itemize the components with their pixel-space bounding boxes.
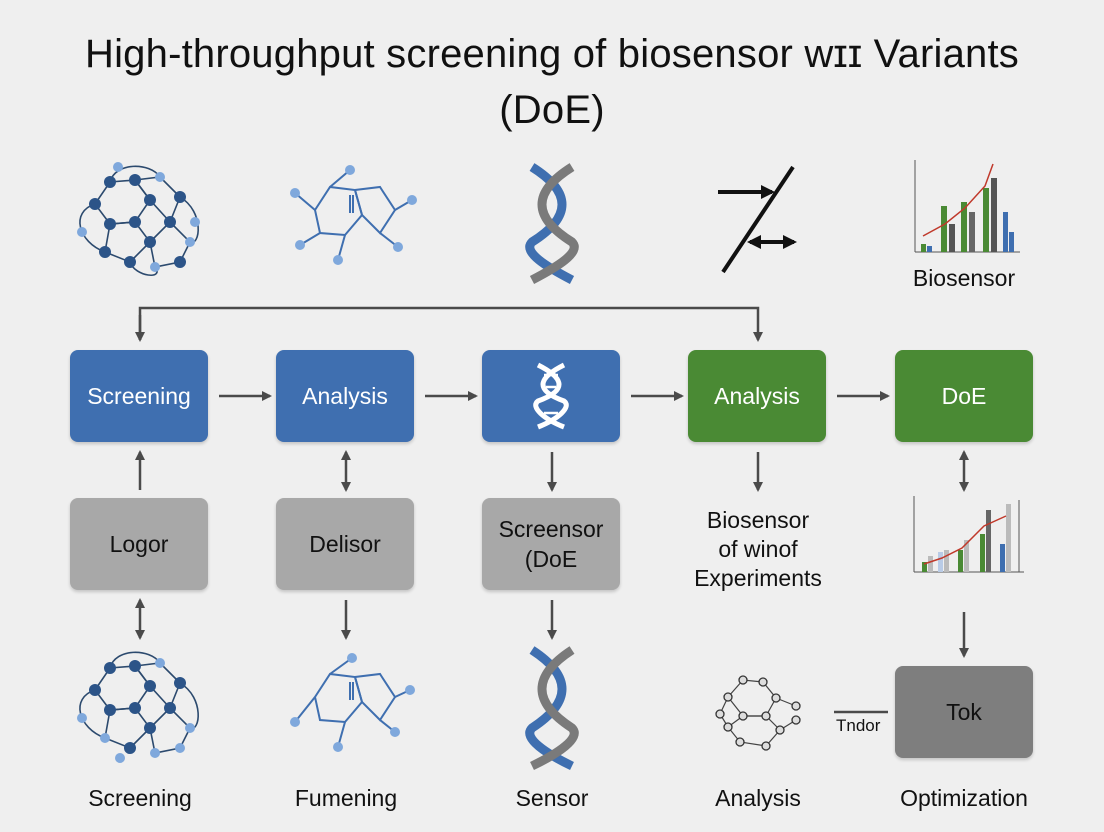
middle-box-logor: Logor [70,498,208,590]
middle-box-screensor: Screensor (DoE [482,498,620,590]
flow-box-dna [482,350,620,442]
bottom-label-fumening: Fumening [294,785,398,811]
result-box-tok: Tok [895,666,1033,758]
molecule-network-icon [77,651,199,763]
middle-box-delisor: Delisor [276,498,414,590]
diagram-title-line2: (DoE) [499,88,605,132]
flow-box-analysis: Analysis [276,350,414,442]
top-chart-caption: Biosensor [912,265,1016,291]
middle-text-experiments: Biosensor of winof Experiments [694,507,822,591]
flow-box-screening: Screening [70,350,208,442]
crossing-arrows-icon [718,165,797,274]
bar-chart-icon [914,160,1020,253]
diagram-title-line1: High-throughput screening of biosensor w… [85,32,1019,76]
dna-icon [525,646,579,771]
result-connector-label: Tndor [836,716,881,735]
flow-box-analysis-green: Analysis [688,350,826,442]
node-graph-icon [715,675,801,751]
dna-icon [525,163,579,284]
dna-icon [533,362,569,430]
bottom-label-screening: Screening [88,785,192,811]
molecule-network-icon [77,162,200,276]
flow-box-doe: DoE [895,350,1033,442]
bottom-label-optimization: Optimization [900,785,1028,811]
bottom-label-sensor: Sensor [515,785,589,811]
molecule-ring-icon [290,165,417,265]
bottom-label-analysis: Analysis [715,785,801,811]
comparison-chart-icon [913,496,1024,573]
molecule-ring-icon [290,653,415,752]
